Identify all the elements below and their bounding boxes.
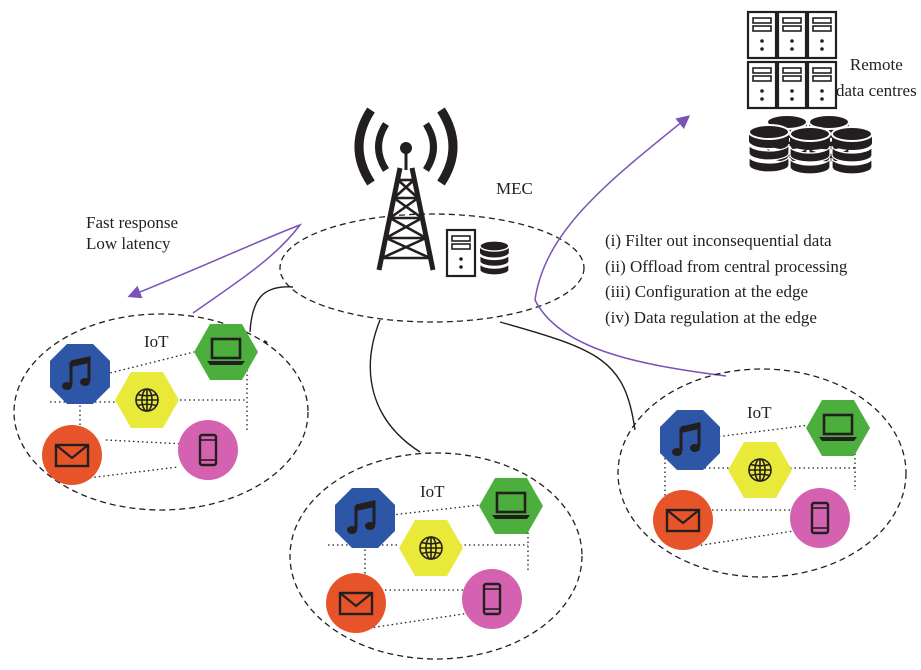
link-mec-left-end <box>263 339 268 345</box>
fast-response-arrow <box>127 223 303 314</box>
mec-boundary <box>279 213 585 323</box>
link-mec-right <box>499 321 636 431</box>
laptop-node <box>479 478 543 534</box>
benefit-item: (ii) Offload from central processing <box>605 256 848 276</box>
cell-tower-icon <box>354 107 458 271</box>
mail-node <box>326 573 386 633</box>
iot-cluster-2: IoT <box>289 452 583 660</box>
database-icon <box>479 240 510 276</box>
mail-node <box>653 490 713 550</box>
server-icon <box>806 10 838 60</box>
iot-label: IoT <box>747 403 772 422</box>
globe-icon <box>748 458 772 482</box>
benefits-list: (i) Filter out inconsequential data (ii)… <box>605 228 847 330</box>
iot-label: IoT <box>144 332 169 351</box>
globe-icon <box>135 388 159 412</box>
server-icon <box>445 228 477 278</box>
link-mec-bottom <box>369 319 421 453</box>
benefit-item: (iv) Data regulation at the edge <box>605 307 817 327</box>
iot-cluster-1: IoT <box>13 313 309 511</box>
cluster-boundary <box>289 452 583 660</box>
phone-node <box>790 488 850 548</box>
mec-label: MEC <box>496 179 533 198</box>
server-icon <box>776 10 808 60</box>
response-label-line2: Low latency <box>86 234 171 253</box>
music-node <box>335 488 395 548</box>
remote-data-centres-label: Remote data centres <box>836 52 917 104</box>
remote-label-line1: Remote <box>849 55 903 74</box>
response-label-line1: Fast response <box>86 213 179 232</box>
server-icon <box>746 10 778 60</box>
benefit-item: (i) Filter out inconsequential data <box>605 231 832 250</box>
cluster-boundary <box>617 368 907 578</box>
response-label: Fast response Low latency <box>86 212 178 254</box>
phone-node <box>178 420 238 480</box>
server-icon <box>776 60 808 110</box>
offload-arrow <box>534 115 727 377</box>
server-icon <box>806 60 838 110</box>
benefit-item: (iii) Configuration at the edge <box>605 282 808 301</box>
laptop-node <box>806 400 870 456</box>
iot-cluster-3: IoT <box>617 368 907 578</box>
cluster-boundary <box>13 313 309 511</box>
phone-node <box>462 569 522 629</box>
link-mec-left <box>249 286 294 333</box>
server-icon <box>746 60 778 110</box>
database-icon <box>831 126 873 175</box>
laptop-node <box>194 324 258 380</box>
mail-node <box>42 425 102 485</box>
remote-label-line2: data centres <box>836 81 917 100</box>
music-node <box>50 344 110 404</box>
iot-label: IoT <box>420 482 445 501</box>
music-node <box>660 410 720 470</box>
globe-icon <box>419 536 443 560</box>
